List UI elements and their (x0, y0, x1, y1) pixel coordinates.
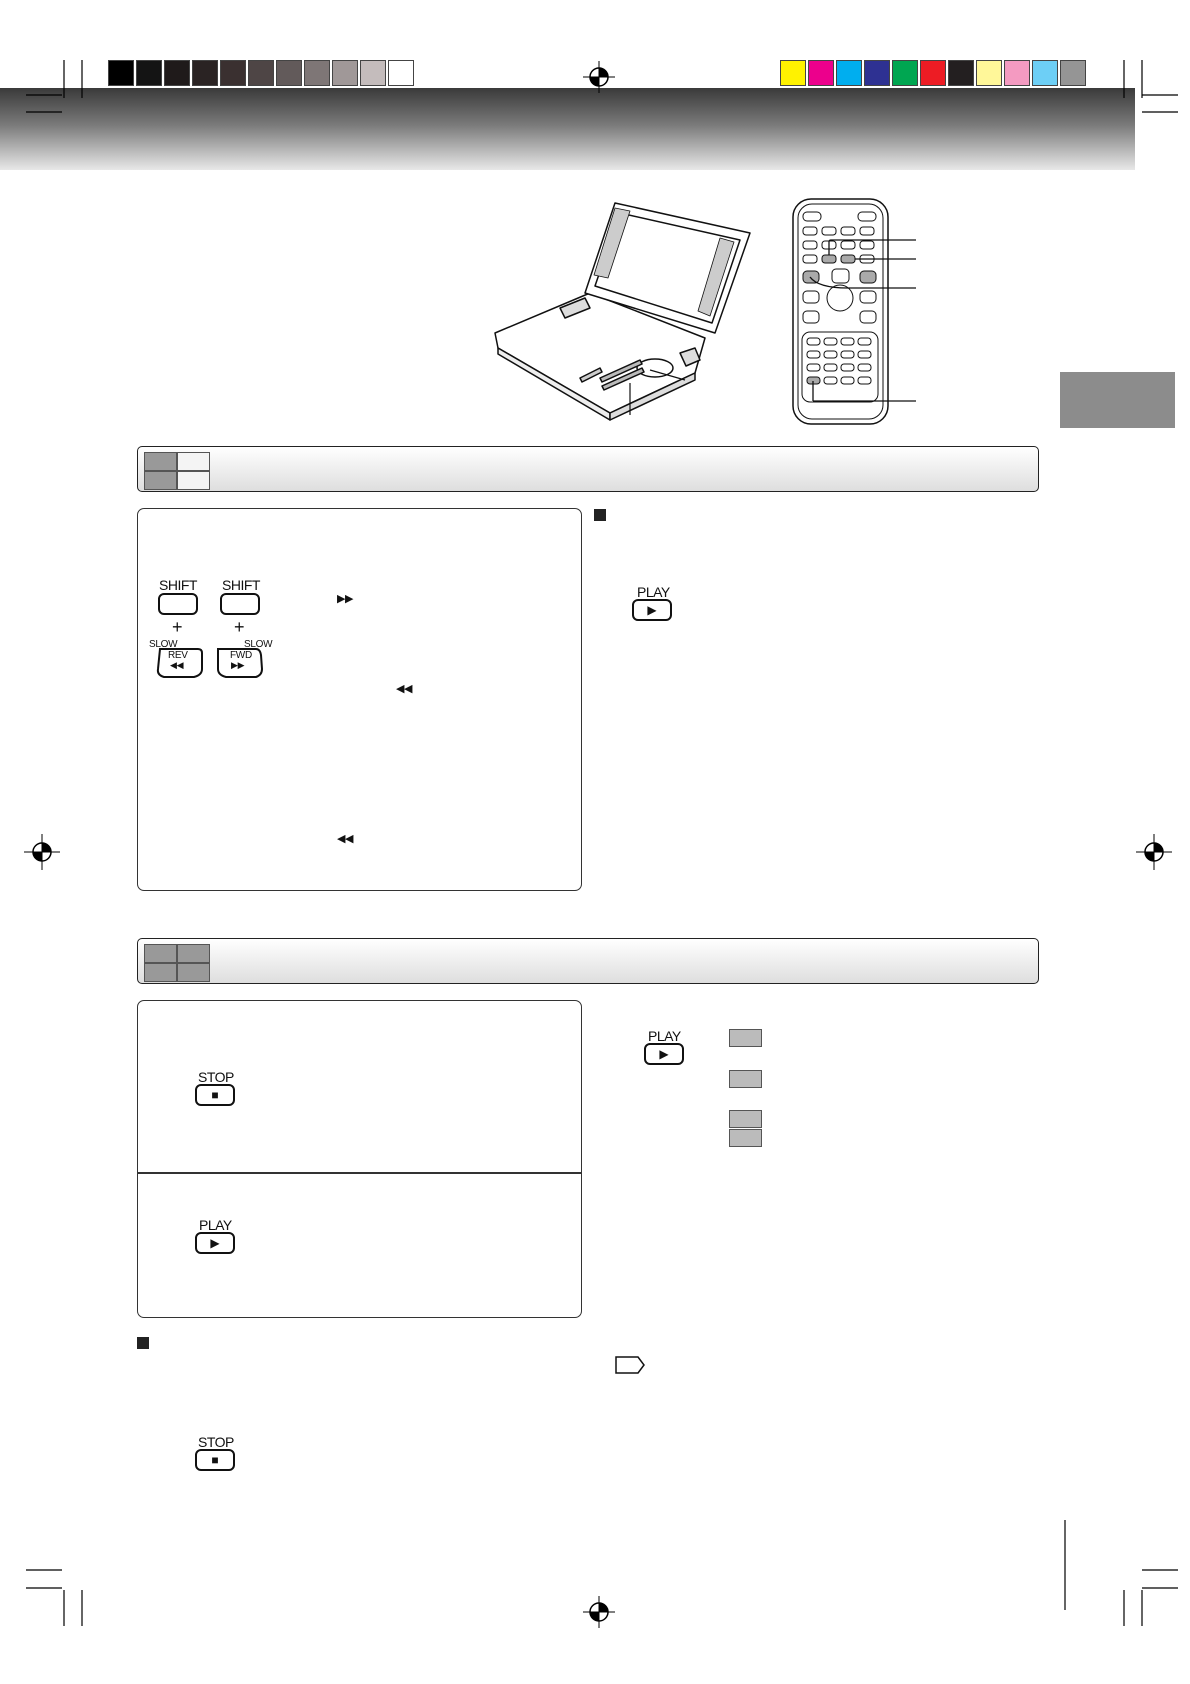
header-gradient-band (0, 88, 1135, 170)
color-swatch (948, 60, 974, 86)
plus-sign: + (234, 617, 245, 637)
grayscale-swatch (220, 60, 246, 86)
stop-button-label: STOP (198, 1069, 234, 1085)
disc-type-cell (144, 963, 177, 982)
color-swatch (780, 60, 806, 86)
color-swatch (836, 60, 862, 86)
shift-button-label: SHIFT (159, 577, 197, 593)
registration-target-icon (583, 1596, 615, 1628)
rev-label: REV (168, 650, 188, 661)
panel-divider (137, 1172, 582, 1174)
rewind-icon: ◀◀ (337, 833, 353, 845)
fast-forward-icon: ▶▶ (337, 593, 353, 605)
shift-button[interactable] (158, 593, 198, 615)
slow-label: SLOW (244, 639, 273, 650)
grayscale-swatch (332, 60, 358, 86)
shift-button-label: SHIFT (222, 577, 260, 593)
grayscale-swatch (276, 60, 302, 86)
disc-type-cell (144, 452, 177, 471)
color-swatch (892, 60, 918, 86)
disc-type-cell (177, 471, 210, 490)
crop-marks-top (26, 60, 1178, 113)
fwd-button-icon[interactable] (214, 645, 266, 681)
disc-type-cell (729, 1029, 762, 1047)
note-icon (615, 1356, 645, 1374)
play-button-label: PLAY (648, 1028, 681, 1044)
disc-type-cell (144, 471, 177, 490)
portable-dvd-player-icon (494, 202, 751, 421)
section-2-panel (137, 1000, 582, 1318)
disc-type-cell (177, 452, 210, 471)
section-2-header-bar (137, 938, 1039, 984)
registration-target-icon (583, 61, 615, 93)
fast-forward-icon: ▶▶ (231, 660, 245, 670)
color-swatch (1032, 60, 1058, 86)
color-swatch (920, 60, 946, 86)
disc-type-cell (729, 1110, 762, 1128)
play-button-label: PLAY (637, 584, 670, 600)
registration-target-icon (1136, 834, 1172, 870)
color-swatch (808, 60, 834, 86)
disc-type-cell (729, 1129, 762, 1147)
rewind-icon: ◀◀ (170, 660, 184, 670)
disc-type-cell (144, 944, 177, 963)
bullet-square (594, 509, 606, 521)
play-button[interactable]: ▶ (632, 599, 672, 621)
bullet-square (137, 1337, 149, 1349)
section-1-header-bar (137, 446, 1039, 492)
rev-button-icon[interactable] (154, 645, 204, 681)
fwd-label: FWD (230, 650, 252, 661)
rewind-icon: ◀◀ (396, 683, 412, 695)
disc-type-cell (729, 1070, 762, 1088)
color-swatch (976, 60, 1002, 86)
grayscale-swatch (248, 60, 274, 86)
slow-label: SLOW (149, 639, 178, 650)
stop-button[interactable]: ■ (195, 1449, 235, 1471)
grayscale-swatch (136, 60, 162, 86)
play-button[interactable]: ▶ (195, 1232, 235, 1254)
section-1-panel (137, 508, 582, 891)
plus-sign: + (172, 617, 183, 637)
disc-type-cell (177, 963, 210, 982)
crop-marks-bottom (26, 1520, 1178, 1628)
color-swatch (864, 60, 890, 86)
play-button-label: PLAY (199, 1217, 232, 1233)
shift-button[interactable] (220, 593, 260, 615)
grayscale-swatch (108, 60, 134, 86)
grayscale-swatch (304, 60, 330, 86)
disc-type-cell (177, 944, 210, 963)
stop-button-label: STOP (198, 1434, 234, 1450)
color-swatch (1060, 60, 1086, 86)
grayscale-swatch (164, 60, 190, 86)
grayscale-swatch (388, 60, 414, 86)
color-swatch (1004, 60, 1030, 86)
section-tab (1060, 372, 1175, 428)
registration-target-icon (24, 834, 60, 870)
play-button[interactable]: ▶ (644, 1043, 684, 1065)
remote-control-icon (792, 198, 916, 425)
grayscale-swatch (192, 60, 218, 86)
grayscale-swatch (360, 60, 386, 86)
stop-button[interactable]: ■ (195, 1084, 235, 1106)
